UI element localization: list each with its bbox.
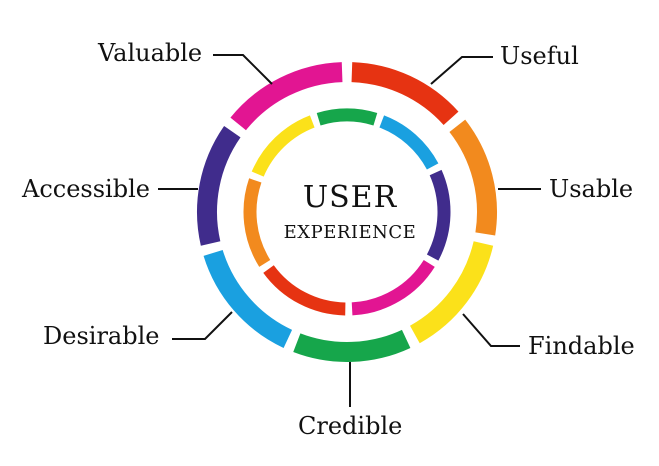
inner-segment-credible	[316, 108, 378, 126]
outer-segment-usable	[449, 119, 497, 236]
outer-segment-credible	[293, 329, 411, 362]
label-usable: Usable	[549, 175, 634, 203]
center-subtitle: EXPERIENCE	[283, 222, 417, 243]
inner-segment-useful	[263, 265, 346, 316]
outer-ring	[197, 62, 497, 362]
leader-desirable	[172, 311, 233, 340]
leader-useful	[430, 56, 493, 85]
outer-segment-findable	[409, 241, 494, 344]
inner-segment-findable	[251, 115, 315, 177]
label-valuable: Valuable	[98, 39, 203, 67]
inner-ring	[243, 108, 451, 316]
outer-segment-desirable	[203, 249, 293, 348]
label-credible: Credible	[298, 412, 403, 440]
inner-segment-valuable	[351, 259, 435, 316]
inner-segment-desirable	[379, 115, 439, 170]
label-desirable: Desirable	[43, 322, 160, 350]
label-accessible: Accessible	[22, 175, 150, 203]
leader-lines	[158, 54, 541, 407]
outer-segment-valuable	[230, 62, 343, 131]
leader-findable	[462, 313, 520, 347]
outer-segment-accessible	[197, 125, 241, 246]
leader-valuable	[213, 54, 273, 85]
outer-segment-useful	[351, 62, 459, 126]
label-findable: Findable	[528, 332, 635, 360]
inner-segment-accessible	[426, 169, 451, 261]
center-title: USER	[302, 180, 398, 215]
label-useful: Useful	[500, 42, 579, 70]
inner-segment-usable	[243, 178, 271, 267]
